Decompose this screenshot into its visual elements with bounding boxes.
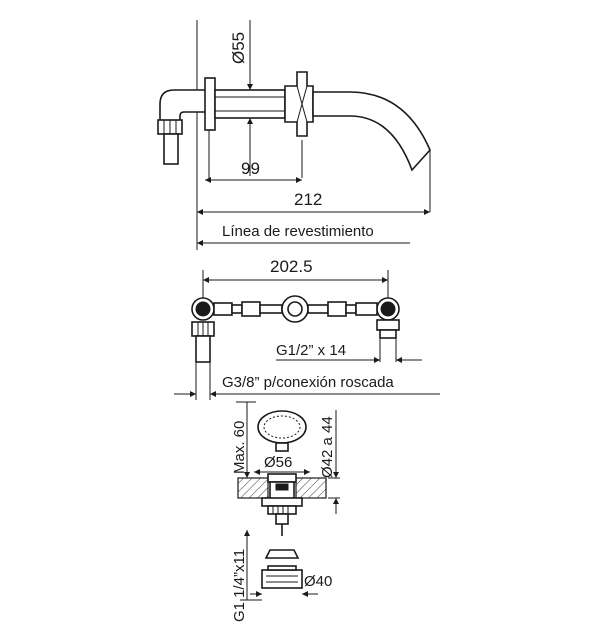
left-inlet-pipe: [195, 335, 211, 363]
side-elevation: Ø55 99 212 Línea de revestimiento: [157, 20, 431, 250]
elbow-body: [159, 89, 207, 129]
d212-label: 212: [294, 190, 322, 209]
body-sleeve: [214, 89, 286, 119]
wall-section-right: [295, 477, 327, 499]
d202-label: 202.5: [270, 257, 313, 276]
d55-label: Ø55: [229, 32, 248, 64]
wall-section-left: [237, 477, 269, 499]
d56-label: Ø56: [264, 454, 292, 471]
connector-4: [355, 302, 378, 316]
spout: [312, 91, 431, 172]
g114-label: G1 1/4”x11: [231, 549, 248, 622]
connector-3: [327, 301, 347, 317]
flange-plate: [204, 77, 216, 131]
max60-label: Max. 60: [231, 421, 248, 474]
handle: [284, 71, 314, 137]
lock-ring: [261, 497, 303, 507]
flange-cap: [267, 473, 297, 483]
plan-view: 202.5 G1/2” x 14: [174, 257, 440, 400]
d99-label: 99: [241, 159, 260, 178]
fixing-nut: [261, 569, 303, 589]
connector-1: [213, 302, 233, 316]
knob-stem: [275, 442, 289, 452]
elbow-inlet-pipe: [163, 133, 179, 165]
cartridge-spindle: [275, 513, 289, 525]
linea-label: Línea de revestimiento: [222, 223, 374, 240]
knob-section: Max. 60 Ø56 Ø42 a 44 G1 1/4”x11: [231, 401, 340, 622]
g38-label: G3/8” p/conexión roscada: [222, 374, 394, 391]
d40-label: Ø40: [304, 573, 332, 590]
g12-label: G1/2” x 14: [276, 342, 346, 359]
connector-2: [241, 301, 261, 317]
spacer-ring: [264, 549, 300, 559]
d4244-label: Ø42 a 44: [319, 416, 336, 478]
right-stub: [376, 319, 400, 331]
